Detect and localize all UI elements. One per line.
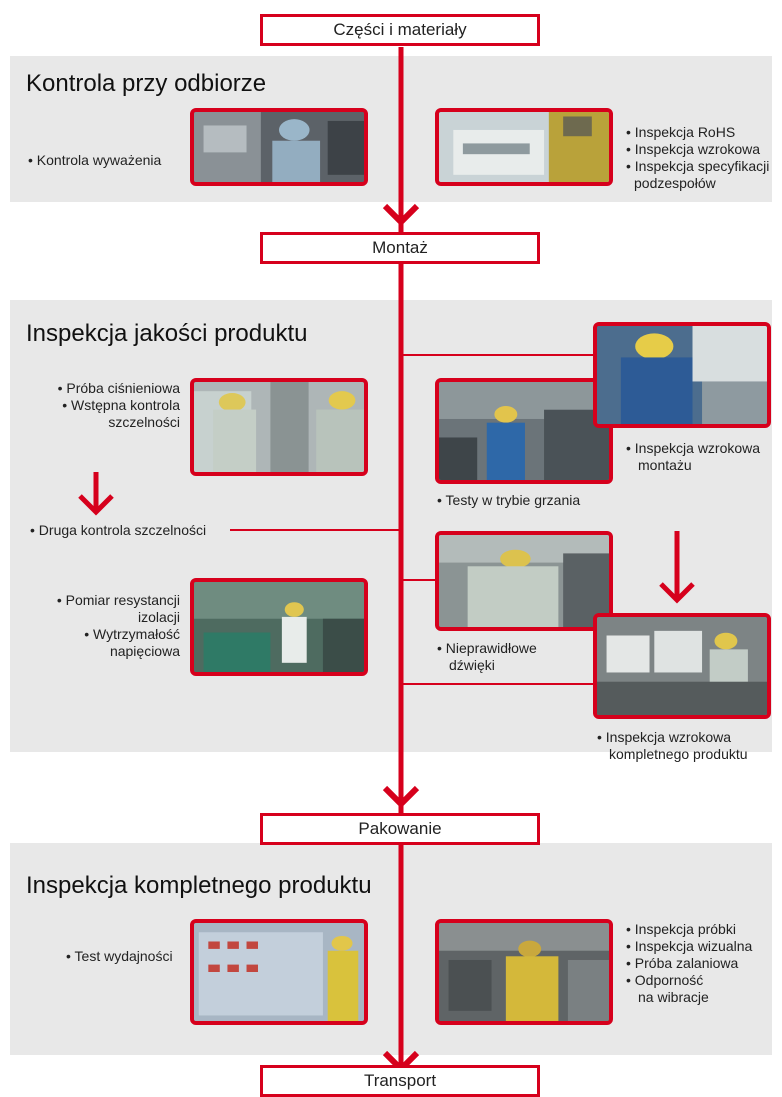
- label-line: • Nieprawidłowe: [437, 640, 537, 656]
- performance-label: • Test wydajności: [66, 948, 173, 965]
- label-line: szczelności: [108, 414, 180, 430]
- label-line: • Inspekcja specyfikacji: [626, 158, 770, 174]
- label-line: • Inspekcja wizualna: [626, 938, 753, 954]
- left-arrow-head: [78, 494, 114, 516]
- rohs-inspection-photo: [435, 108, 613, 186]
- label-line: • Pomiar resystancji: [56, 592, 180, 608]
- assembly-visual-labels: • Inspekcja wzrokowa montażu: [626, 440, 760, 474]
- final-visual-labels: • Inspekcja wzrokowa kompletnego produkt…: [597, 729, 748, 763]
- quality-title: Inspekcja jakości produktu: [26, 320, 308, 347]
- sample-labels: • Inspekcja próbki • Inspekcja wizualna …: [626, 921, 752, 1006]
- label-line: • Próba zalaniowa: [626, 955, 739, 971]
- label-line: • Inspekcja wzrokowa: [597, 729, 732, 745]
- label-line: • Inspekcja wzrokowa: [626, 141, 761, 157]
- label-line: • Inspekcja wzrokowa: [626, 440, 761, 456]
- label-line: dźwięki: [449, 657, 495, 673]
- stage-transport: Transport: [260, 1065, 540, 1097]
- final-visual-photo: [593, 613, 771, 719]
- pressure-labels: • Próba ciśnieniowa • Wstępna kontrola s…: [58, 380, 180, 431]
- label-line: • Kontrola wyważenia: [28, 152, 162, 168]
- label-line: • Wytrzymałość: [84, 626, 180, 642]
- arrow-to-assembly: [382, 203, 420, 227]
- label-line: montażu: [638, 457, 692, 473]
- insulation-labels: • Pomiar resystancji izolacji • Wytrzyma…: [57, 592, 180, 660]
- leak2-label: • Druga kontrola szczelności: [30, 522, 206, 539]
- label-line: • Inspekcja RoHS: [626, 124, 736, 140]
- heating-test-photo: [435, 378, 613, 484]
- stage-parts: Części i materiały: [260, 14, 540, 46]
- label-line: • Druga kontrola szczelności: [30, 522, 207, 538]
- stage-assembly: Montaż: [260, 232, 540, 264]
- sample-inspection-photo: [435, 919, 613, 1025]
- heating-label: • Testy w trybie grzania: [437, 492, 580, 509]
- label-line: • Próba ciśnieniowa: [57, 380, 180, 396]
- label-line: kompletnego produktu: [609, 746, 748, 762]
- label-line: podzespołów: [634, 175, 716, 191]
- arrow-to-packing: [382, 785, 420, 809]
- label-line: • Odporność: [626, 972, 704, 988]
- rohs-labels: • Inspekcja RoHS • Inspekcja wzrokowa • …: [626, 124, 769, 192]
- final-title: Inspekcja kompletnego produktu: [26, 872, 372, 899]
- incoming-panel: [10, 56, 772, 202]
- stage-packing: Pakowanie: [260, 813, 540, 845]
- label-line: • Test wydajności: [66, 948, 173, 964]
- balance-check-photo: [190, 108, 368, 186]
- noise-test-photo: [435, 531, 613, 631]
- label-line: izolacji: [137, 609, 180, 625]
- balance-check-label: • Kontrola wyważenia: [28, 152, 161, 169]
- assembly-visual-photo: [593, 322, 771, 428]
- performance-test-photo: [190, 919, 368, 1025]
- noise-labels: • Nieprawidłowe dźwięki: [437, 640, 537, 674]
- label-line: napięciowa: [109, 643, 180, 659]
- label-line: • Wstępna kontrola: [62, 397, 180, 413]
- label-line: na wibracje: [638, 989, 709, 1005]
- label-line: • Testy w trybie grzania: [437, 492, 581, 508]
- pressure-test-photo: [190, 378, 368, 476]
- final-panel: [10, 843, 772, 1055]
- incoming-title: Kontrola przy odbiorze: [26, 70, 267, 97]
- right-arrow-head: [659, 582, 695, 604]
- insulation-test-photo: [190, 578, 368, 676]
- label-line: • Inspekcja próbki: [626, 921, 736, 937]
